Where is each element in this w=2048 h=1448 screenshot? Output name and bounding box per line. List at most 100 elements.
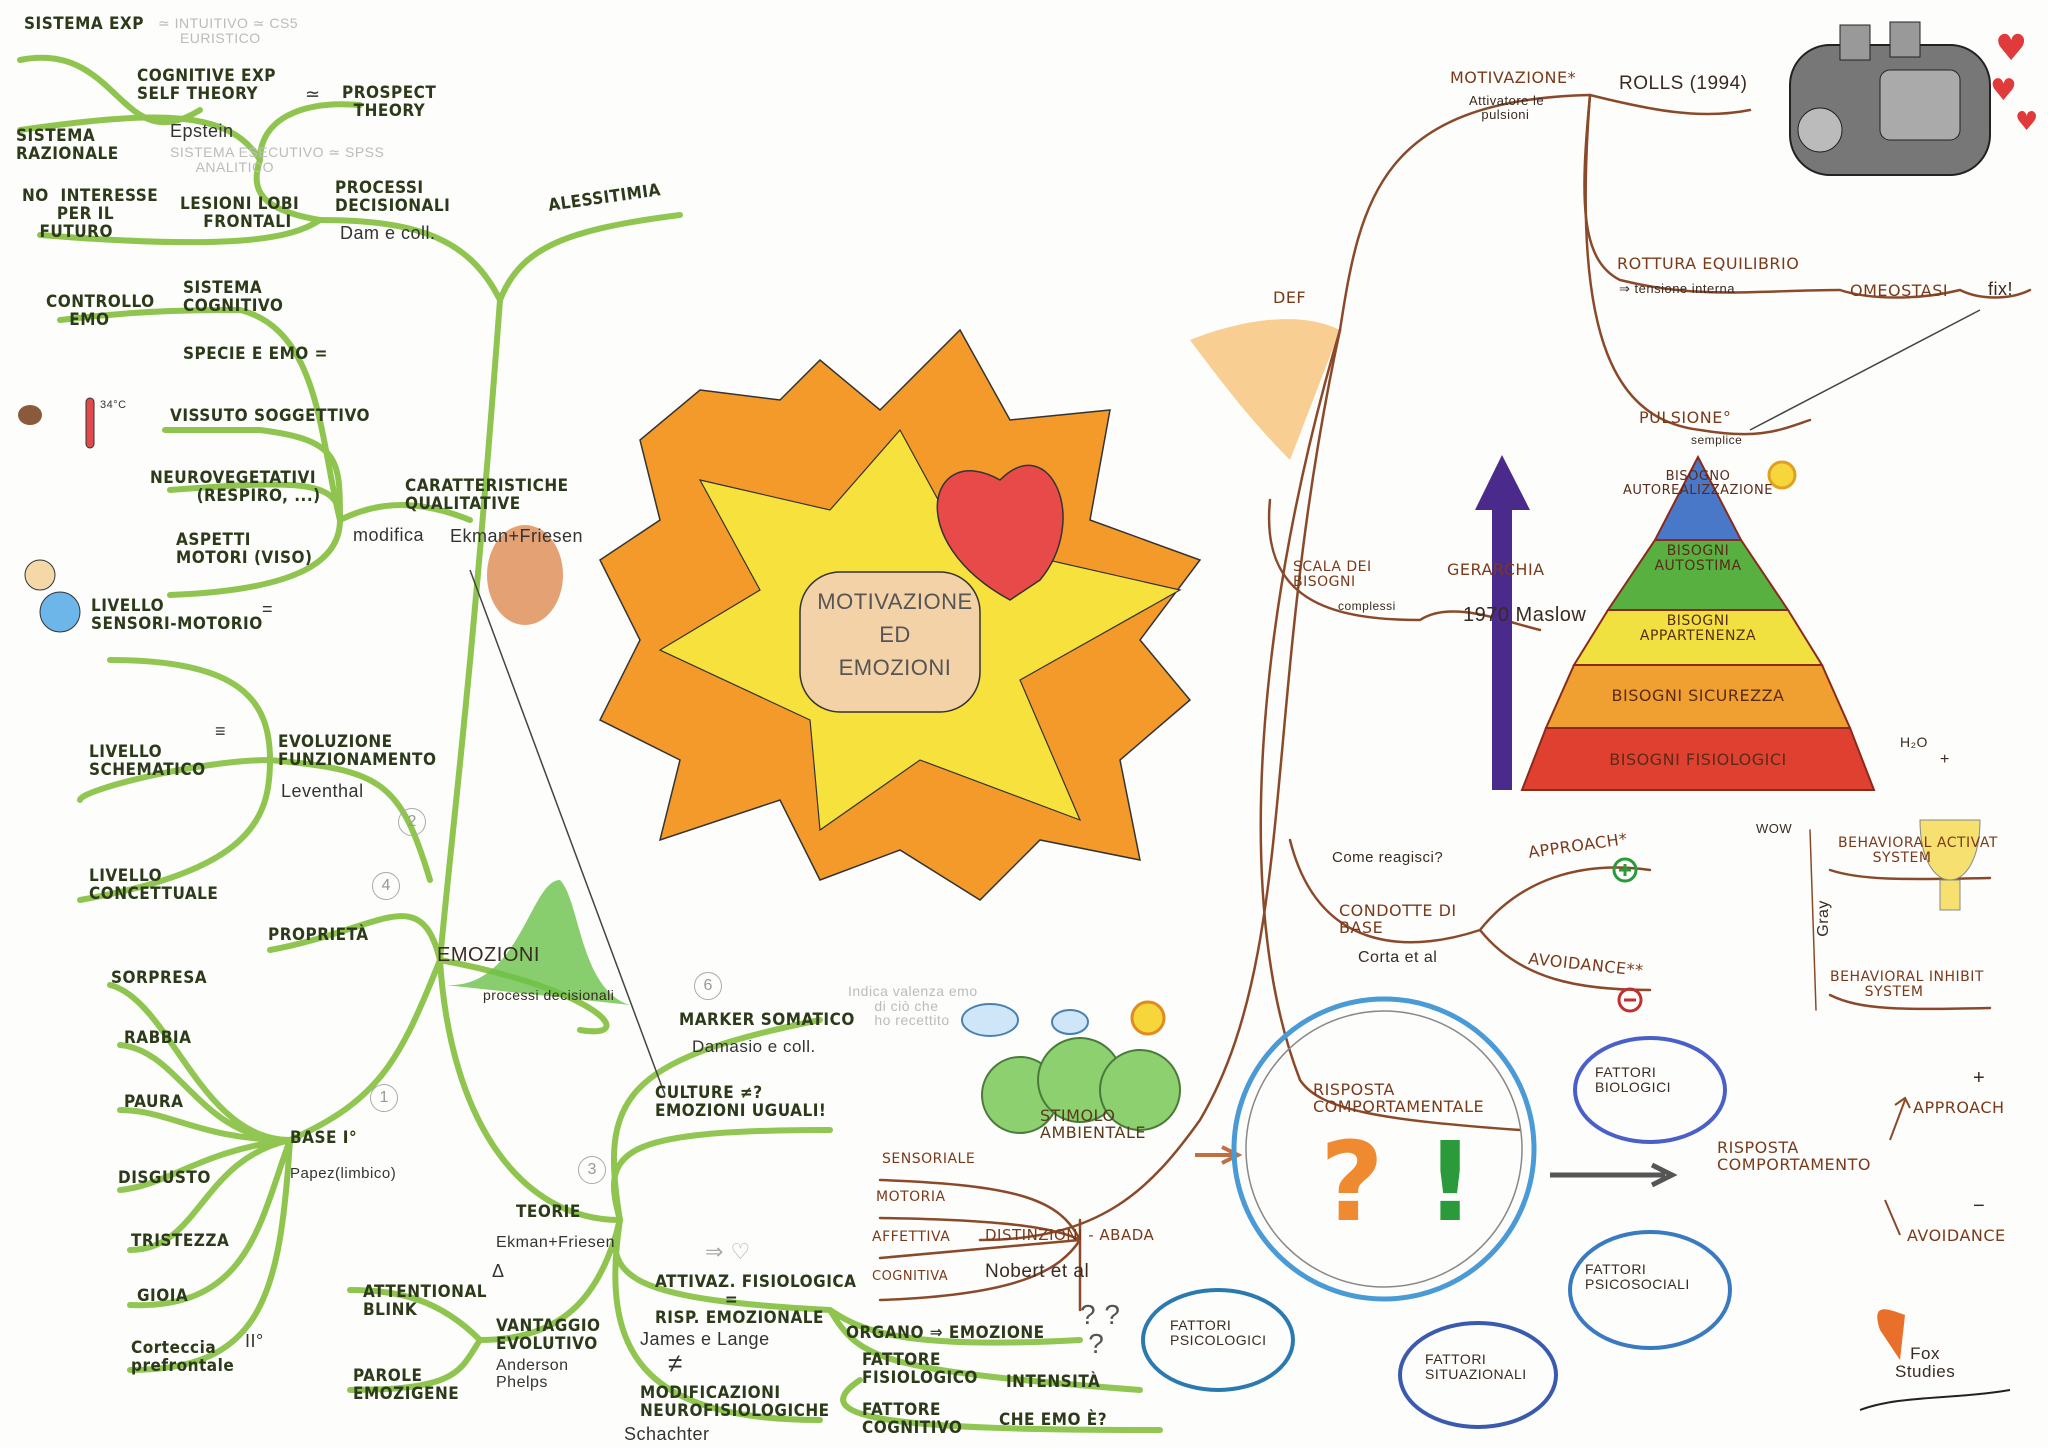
thermometer-icon bbox=[85, 397, 95, 449]
trees-icon bbox=[981, 1037, 1181, 1134]
def-fan bbox=[1190, 319, 1340, 460]
node-stimolo-ambientale: STIMOLO AMBIENTALE bbox=[1040, 1106, 1147, 1142]
node-prospect-theory: PROSPECT THEORY bbox=[342, 83, 437, 121]
node-vantaggio: VANTAGGIO EVOLUTIVO bbox=[496, 1316, 601, 1354]
label-leventhal: Leventhal bbox=[281, 781, 364, 801]
node-affettiva: AFFETTIVA bbox=[872, 1229, 951, 1245]
emotion-branches bbox=[17, 54, 1163, 1433]
node-parole: PAROLE EMOZIGENE bbox=[353, 1366, 460, 1404]
trophy-icon bbox=[1919, 819, 1981, 911]
node-motivazione: MOTIVAZIONE* bbox=[1450, 68, 1577, 87]
node-no-interesse: NO INTERESSE PER IL FUTURO bbox=[22, 186, 159, 242]
node-fattore-fisiologico: FATTORE FISIOLOGICO bbox=[862, 1350, 978, 1388]
node-lesioni: LESIONI LOBI FRONTALI bbox=[180, 194, 300, 232]
label-processi-decisionali: processi decisionali bbox=[483, 987, 615, 1003]
label-semplice: semplice bbox=[1691, 433, 1743, 447]
node-culture: CULTURE ≠? EMOZIONI UGUALI! bbox=[655, 1083, 827, 1121]
emotion-tristezza: TRISTEZZA bbox=[131, 1231, 230, 1251]
not-equal-sign: ≠ bbox=[668, 1348, 683, 1378]
emotion-disgusto: DISGUSTO bbox=[118, 1168, 211, 1188]
arrow-icon bbox=[1550, 1162, 1678, 1188]
label-ekman: Ekman+Friesen bbox=[450, 526, 584, 546]
delta-sign: Δ bbox=[492, 1261, 505, 1281]
node-fattori-biologici: FATTORI BIOLOGICI bbox=[1595, 1064, 1672, 1095]
hearts-icon: ♥ bbox=[1990, 73, 2017, 108]
exclamation-icon: ! bbox=[1425, 1118, 1475, 1246]
central-title: MOTIVAZIONE ED EMOZIONI bbox=[817, 589, 973, 680]
title-cloud bbox=[799, 571, 981, 713]
node-fattori-situazionali: FATTORI SITUAZIONALI bbox=[1425, 1351, 1527, 1382]
hearts-icon: ♥ bbox=[1995, 28, 2027, 69]
fox-studies-logo: Fox Studies bbox=[1895, 1344, 1956, 1381]
label-tensione: ⇒ tensione interna bbox=[1619, 281, 1736, 296]
node-cognitiva: COGNITIVA bbox=[872, 1269, 949, 1284]
label-gray: Gray bbox=[1814, 900, 1832, 937]
node-sensoriale: SENSORIALE bbox=[882, 1151, 976, 1167]
pyramid-label-sicurezza: BISOGNI SICUREZZA bbox=[1611, 686, 1785, 705]
label-complessi: complessi bbox=[1338, 599, 1396, 613]
pyramid-label-autostima: BISOGNI AUTOSTIMA bbox=[1654, 543, 1742, 574]
node-risposta-comportamentale: RISPOSTA COMPORTAMENTALE bbox=[1313, 1080, 1485, 1116]
number-badge: 2 bbox=[398, 808, 426, 836]
label-rolls: ROLLS (1994) bbox=[1619, 73, 1748, 94]
node-modificazioni: MODIFICAZIONI NEUROFISIOLOGICHE bbox=[640, 1383, 830, 1421]
node-fattori-psicosociali: FATTORI PSICOSOCIALI bbox=[1585, 1261, 1690, 1292]
note-indica: Indica valenza emo di ciò che ho recetti… bbox=[848, 983, 978, 1029]
node-teorie: TEORIE bbox=[516, 1202, 581, 1222]
node-corteccia: Corteccia prefrontale bbox=[131, 1338, 235, 1376]
question-mark-icon: ? bbox=[1320, 1118, 1384, 1246]
node-distinzioni: DISTINZIONI - ABADA bbox=[985, 1226, 1155, 1244]
label-h2o: H₂O bbox=[1900, 734, 1928, 750]
label-damasio: Damasio e coll. bbox=[692, 1037, 816, 1056]
equiv-sign: ≡ bbox=[215, 721, 227, 741]
node-intensita: INTENSITÀ bbox=[1006, 1372, 1101, 1392]
equals-sign: = bbox=[262, 599, 274, 619]
maslow-pyramid bbox=[1520, 454, 1876, 791]
node-emozioni: EMOZIONI bbox=[437, 944, 540, 966]
number-badge: 4 bbox=[372, 872, 400, 900]
connector-line bbox=[1749, 309, 1981, 431]
node-organo-emozione: ORGANO ⇒ EMOZIONE bbox=[846, 1323, 1045, 1343]
poop-icon bbox=[18, 405, 42, 425]
node-pulsione: PULSIONE° bbox=[1639, 408, 1732, 427]
emotion-sorpresa: SORPRESA bbox=[111, 968, 208, 988]
label-maslow: 1970 Maslow bbox=[1463, 604, 1587, 626]
label-secondary: II° bbox=[245, 1331, 264, 1351]
approx-sign: ≃ bbox=[305, 84, 321, 104]
hierarchy-arrow-icon bbox=[1475, 455, 1530, 790]
emotion-paura: PAURA bbox=[124, 1092, 184, 1112]
engine-icon bbox=[1789, 21, 1991, 176]
node-proprieta: PROPRIETÀ bbox=[268, 925, 369, 945]
pyramid-level-1 bbox=[1520, 727, 1876, 791]
plus-icon bbox=[1612, 857, 1638, 883]
label-james-lange: James e Lange bbox=[640, 1329, 770, 1349]
crying-baby-icon bbox=[24, 559, 56, 591]
plus-circle-icon: + bbox=[1973, 1067, 1986, 1089]
node-rottura: ROTTURA EQUILIBRIO bbox=[1617, 254, 1800, 273]
node-fattori-psicologici: FATTORI PSICOLOGICI bbox=[1170, 1317, 1267, 1348]
arrow-down-icon bbox=[1884, 1199, 1901, 1236]
faces-icon bbox=[487, 525, 563, 625]
question-marks: ? ? ? bbox=[1080, 1299, 1121, 1360]
node-evoluzione: EVOLUZIONE FUNZIONAMENTO bbox=[278, 732, 437, 770]
number-badge: 1 bbox=[370, 1084, 398, 1112]
node-aspetti-motori: ASPETTI MOTORI (viso) bbox=[176, 530, 313, 568]
node-schematico: LIVELLO SCHEMATICO bbox=[89, 742, 206, 780]
arrow-heart-doodle: ⇒ ♡ bbox=[705, 1239, 751, 1264]
node-controllo-emo: CONTROLLO EMO bbox=[46, 292, 155, 330]
plus-icon bbox=[1619, 864, 1631, 876]
number-badge: 6 bbox=[694, 972, 722, 1000]
label-papez: Papez(limbico) bbox=[290, 1165, 397, 1182]
node-neurovegetativi: NEUROVEGETATIVI (respiro, ...) bbox=[150, 468, 321, 506]
pyramid-label-appartenenza: BISOGNI APPARTENENZA bbox=[1639, 613, 1757, 644]
arrow-up-icon bbox=[1889, 1096, 1911, 1141]
node-processi-decisionali: PROCESSI DECISIONALI bbox=[335, 178, 451, 216]
node-approach-2: APPROACH bbox=[1913, 1098, 2005, 1117]
node-gerarchia: GERARCHIA bbox=[1447, 560, 1545, 579]
label-modifica: modifica bbox=[353, 525, 425, 545]
node-omeostasi: OMEOSTASI bbox=[1850, 281, 1949, 300]
response-circles bbox=[1141, 996, 1732, 1429]
label-anderson: Anderson Phelps bbox=[496, 1357, 569, 1391]
globe-icon bbox=[39, 591, 81, 633]
